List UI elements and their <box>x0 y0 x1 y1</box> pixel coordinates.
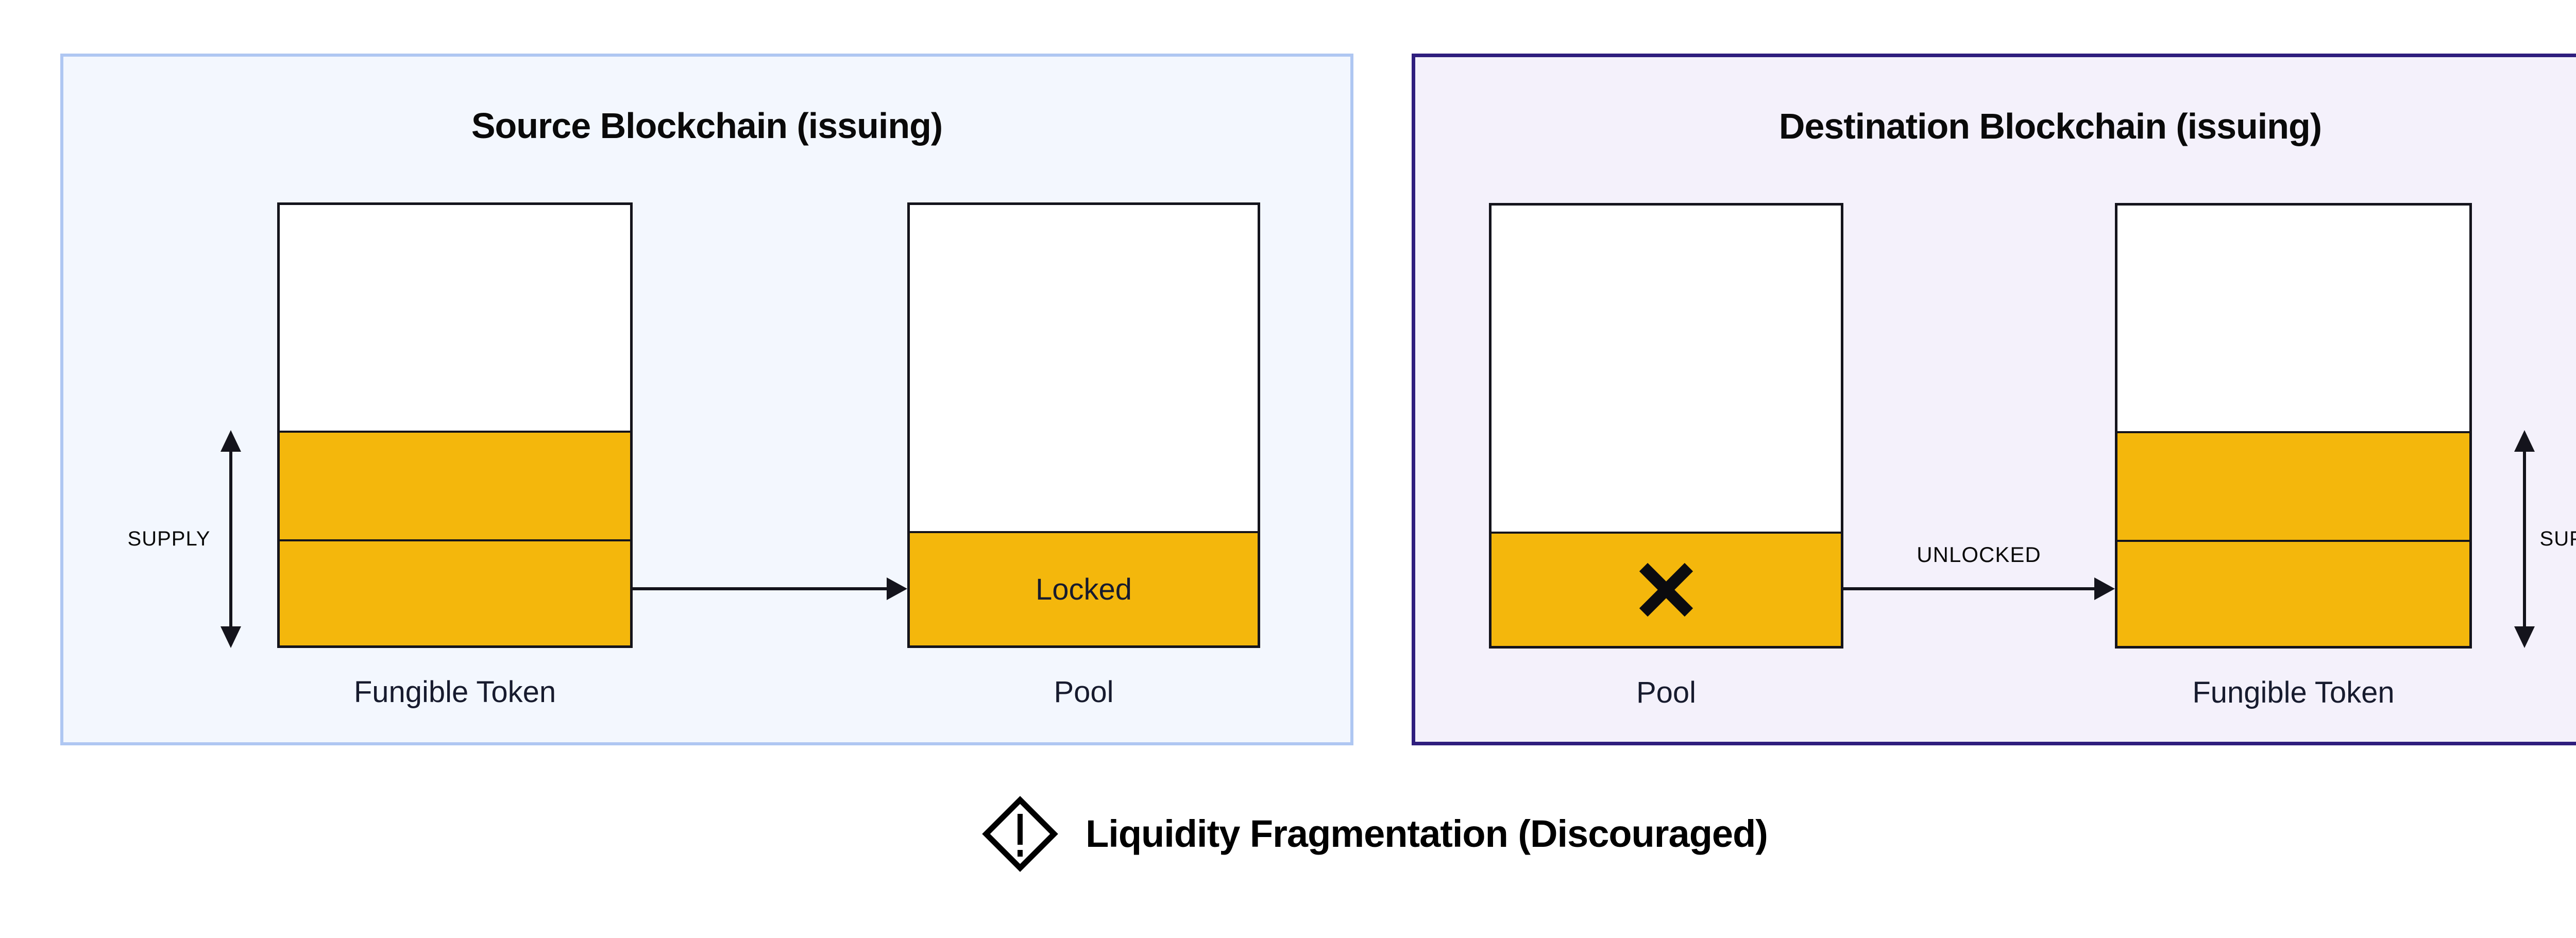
lock-flow-arrow <box>633 577 907 600</box>
destination-pool-label: Pool <box>1636 676 1697 709</box>
unlocked-arrow-label: UNLOCKED <box>1917 542 2041 567</box>
pool-empty-segment <box>1492 532 1841 646</box>
source-pool-box: Locked <box>907 202 1260 648</box>
arrow-right-icon <box>887 577 907 600</box>
destination-panel-title: Destination Blockchain (issuing) <box>1778 106 2322 146</box>
source-pool-label: Pool <box>1054 675 1114 709</box>
destination-fungible-token-box <box>2115 203 2472 649</box>
unlock-flow-arrow <box>1843 577 2115 600</box>
token-supply-segment-lower <box>280 539 630 645</box>
source-supply-label: SUPPLY <box>127 527 211 550</box>
warning-diamond-icon <box>982 796 1058 872</box>
destination-supply-range-arrow <box>2514 430 2535 648</box>
caption: Liquidity Fragmentation (Discouraged) <box>0 795 2576 873</box>
source-fungible-token-box <box>277 202 633 648</box>
source-supply-range-arrow <box>221 430 241 648</box>
destination-supply-label: SUPPLY <box>2539 527 2576 550</box>
arrow-down-icon <box>221 626 241 648</box>
caption-text: Liquidity Fragmentation (Discouraged) <box>1086 812 1768 855</box>
token-supply-segment-lower <box>2117 540 2469 646</box>
source-blockchain-panel: Source Blockchain (issuing) SUPPLY Locke… <box>60 54 1353 745</box>
token-supply-segment-upper <box>280 431 630 539</box>
token-supply-segment-upper <box>2117 431 2469 540</box>
source-fungible-token-label: Fungible Token <box>353 675 556 709</box>
arrow-down-icon <box>2514 626 2535 648</box>
arrow-right-icon <box>2094 577 2115 600</box>
destination-fungible-token-label: Fungible Token <box>2192 676 2395 709</box>
pool-locked-segment: Locked <box>910 531 1258 645</box>
locked-status-text: Locked <box>1035 572 1132 606</box>
destination-pool-box <box>1489 203 1843 649</box>
source-panel-title: Source Blockchain (issuing) <box>471 106 943 146</box>
x-mark-icon <box>1639 562 1693 617</box>
destination-blockchain-panel: Destination Blockchain (issuing) UNLOCKE… <box>1412 54 2576 745</box>
